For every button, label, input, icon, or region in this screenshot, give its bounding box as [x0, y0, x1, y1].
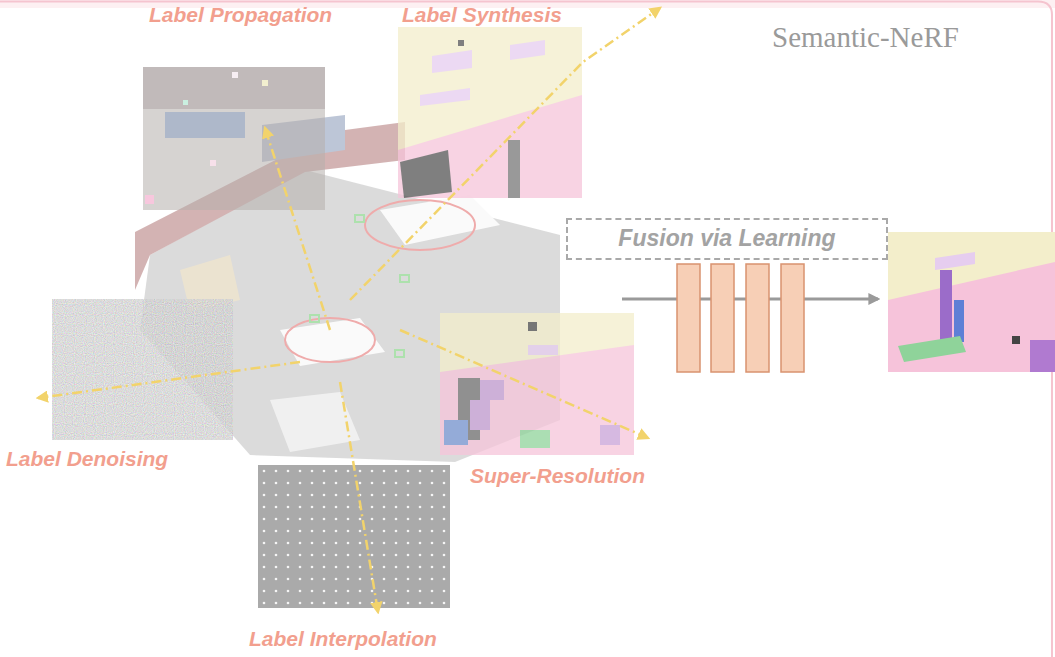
image-table [898, 336, 966, 362]
image-patch [1012, 336, 1020, 344]
panel-heading: Label Synthesis [400, 2, 572, 32]
leader-line [38, 362, 300, 398]
leader-line [265, 128, 330, 330]
image-patch [935, 252, 975, 270]
image-block [528, 345, 558, 355]
synthesis-image [398, 27, 582, 198]
title-text: Semantic-NeRF [772, 21, 959, 54]
network-layer [711, 264, 734, 372]
image-patch [510, 40, 545, 60]
image-block [444, 420, 468, 445]
camera-frustum [395, 350, 404, 357]
propagation-image [143, 67, 325, 210]
image-patch [458, 40, 464, 46]
image-ground [143, 67, 325, 210]
output-image [888, 232, 1055, 372]
sparse-label [232, 72, 238, 78]
process-box: Fusion via Learning [566, 218, 888, 260]
sparse-label [262, 80, 268, 86]
network-layer [781, 264, 804, 372]
image-door [508, 140, 520, 198]
image-ceiling [398, 27, 582, 150]
network-layers [677, 264, 804, 372]
camera-frustum [400, 275, 409, 282]
image-wall [143, 67, 325, 109]
network-layer [746, 264, 769, 372]
image-patch [954, 300, 964, 342]
image-block [528, 322, 537, 331]
node-label: Label Denoising [6, 447, 168, 470]
image-wall [888, 232, 1055, 372]
title: Semantic-NeRF [770, 20, 961, 55]
camera-path [285, 318, 375, 362]
leader-lines [38, 8, 660, 612]
scene-table [280, 318, 385, 366]
leader-line [340, 382, 378, 612]
image-block [520, 430, 550, 448]
interpolation-image [258, 465, 450, 608]
image-ceiling [888, 232, 1055, 300]
image-wall [440, 313, 634, 455]
camera-frustum [310, 315, 319, 322]
image-block [480, 380, 504, 400]
sparse-label [210, 160, 216, 166]
leader-line [400, 330, 648, 438]
network-layer [677, 264, 700, 372]
image-block [600, 425, 620, 445]
sparse-label [183, 100, 188, 105]
node-label: Fusion via Learning [618, 226, 835, 251]
image-wall [398, 27, 582, 198]
panel-heading: Super-Resolution [468, 463, 656, 493]
camera-path [365, 200, 475, 250]
image-patch [420, 88, 470, 106]
image-block [470, 400, 490, 430]
node-label: Label Interpolation [249, 627, 437, 650]
image-patch [1030, 340, 1055, 372]
image-door [940, 270, 952, 340]
image-patch [400, 150, 452, 198]
image-ceiling [440, 313, 634, 372]
super-resolution-image [440, 313, 634, 455]
camera-frustum [355, 215, 364, 222]
sparse-label [145, 195, 154, 204]
node-label: Super-Resolution [470, 464, 645, 487]
image-painting [165, 112, 245, 138]
node-label: Label Propagation [149, 3, 332, 26]
panel-heading: Label Denoising [4, 446, 179, 476]
node-label: Label Synthesis [402, 3, 562, 26]
image-patch [432, 50, 472, 73]
denoising-image [52, 299, 233, 440]
panel-heading: Label Interpolation [247, 626, 447, 656]
panel-heading: Label Propagation [147, 2, 343, 32]
